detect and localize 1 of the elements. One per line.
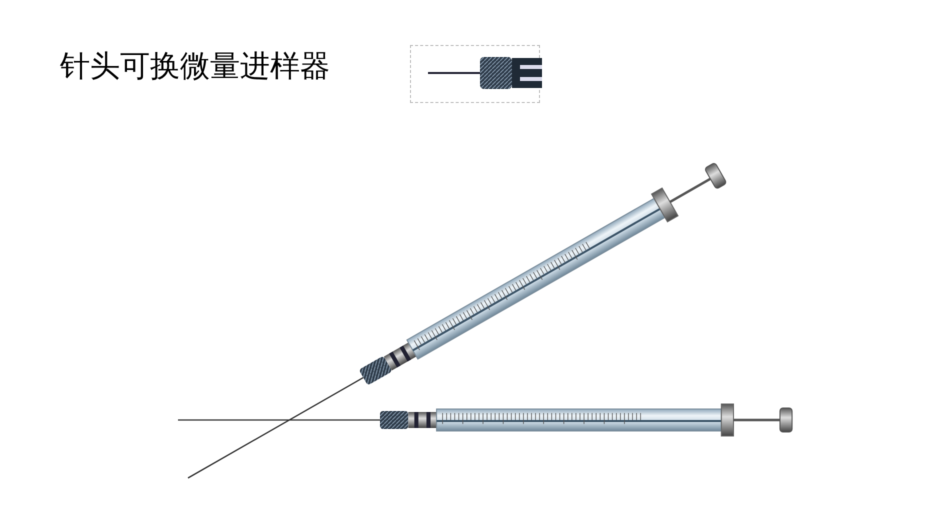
title: 针头可换微量进样器 xyxy=(60,48,330,86)
